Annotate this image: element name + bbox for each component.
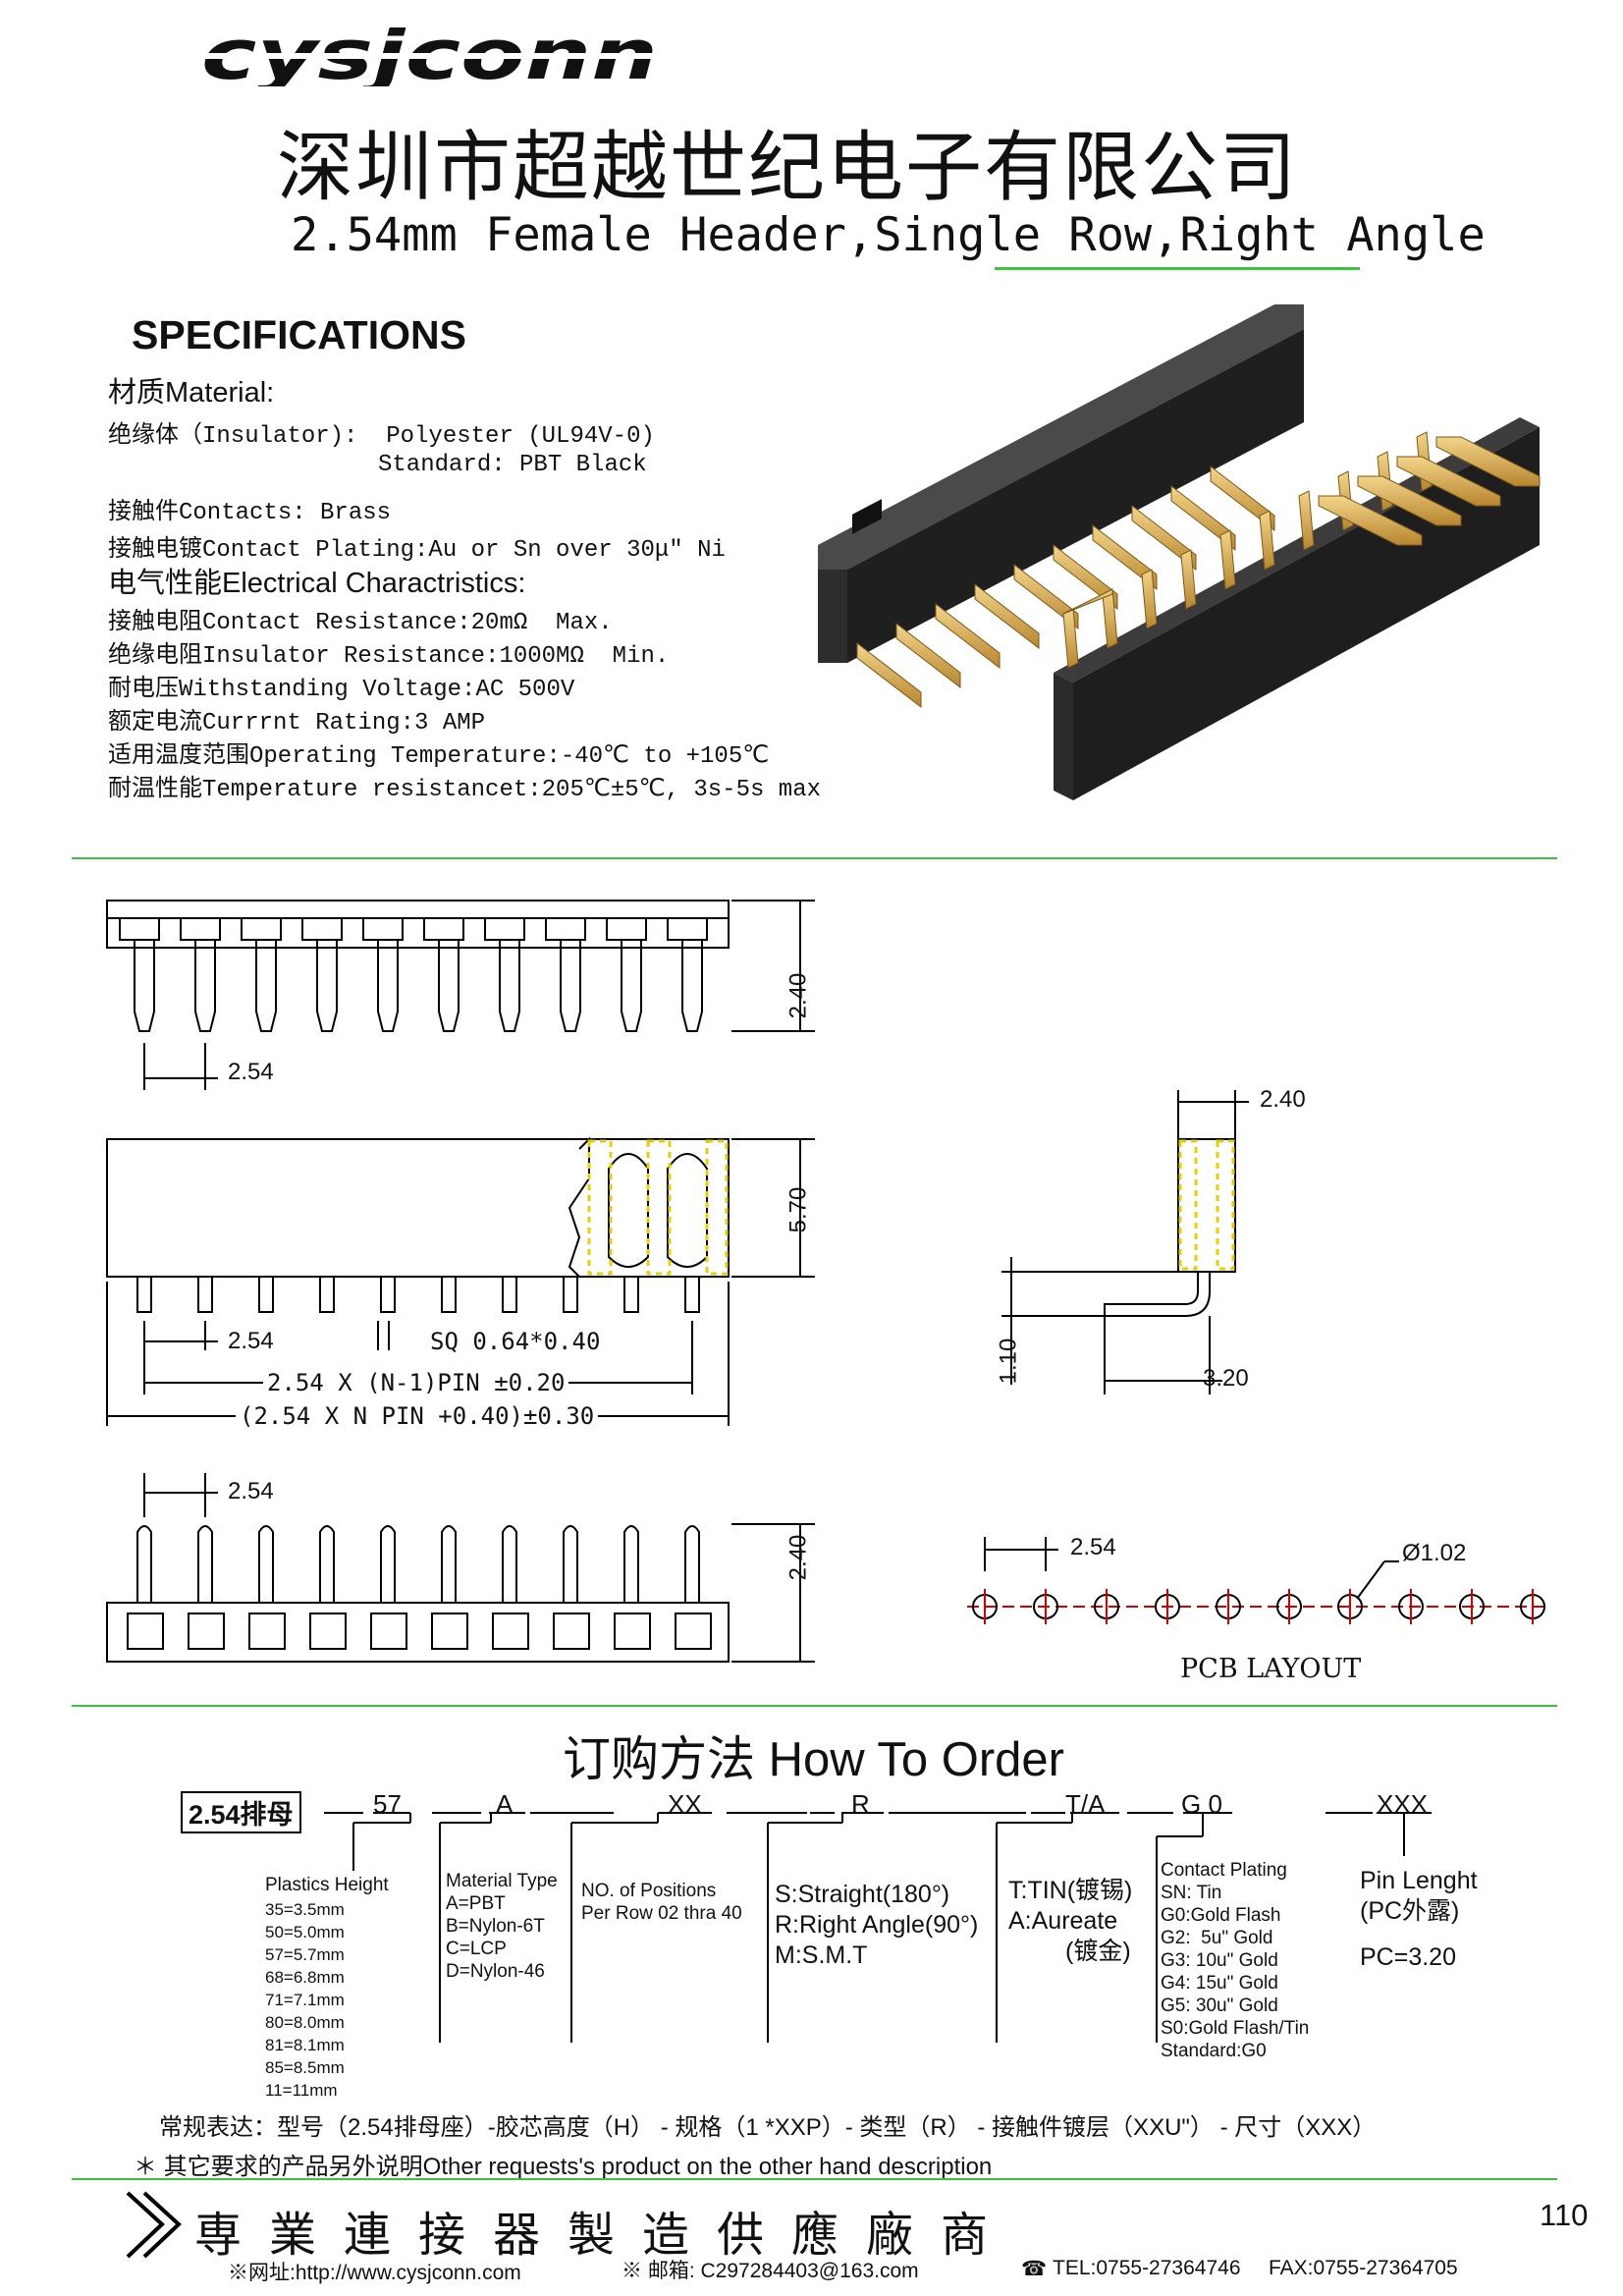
dim-formula-1: 2.54 X (N-1)PIN ±0.20	[263, 1369, 569, 1396]
dim-sq: SQ 0.64*0.40	[430, 1328, 601, 1355]
company-logo: cysjconn	[201, 27, 659, 86]
spec-insulator-resistance: 绝缘电阻Insulator Resistance:1000MΩ Min.	[108, 643, 670, 670]
spec-insulator: 绝缘体（Insulator): Polyester (UL94V-0)	[108, 423, 655, 450]
spec-plating: 接触电镀Contact Plating:Au or Sn over 30μ" N…	[108, 537, 726, 564]
order-plating-gold: (镀金)	[1065, 1938, 1131, 1965]
dim-hole: Ø1.02	[1402, 1540, 1467, 1566]
spec-contacts: 接触件Contacts: Brass	[108, 500, 392, 526]
divider-1	[72, 857, 1557, 859]
pcb-layout-label: PCB LAYOUT	[1180, 1654, 1362, 1684]
order-material-list: Material Type A=PBT B=Nylon-6T C=LCP D=N…	[446, 1871, 558, 1982]
footer-slogan: 専業連接器製造供應廠商	[194, 2208, 1016, 2263]
dim-pitch-front: 2.54	[228, 1328, 274, 1354]
dim-height-top: 2.40	[784, 972, 812, 1019]
phone-icon: ☎	[1021, 2258, 1048, 2280]
spec-current: 额定电流Currrnt Rating:3 AMP	[108, 710, 486, 737]
material-heading: 材质Material:	[108, 377, 275, 409]
order-positions: NO. of Positions Per Row 02 thra 40	[581, 1881, 742, 1924]
dim-pitch-bottom: 2.54	[228, 1478, 274, 1504]
spec-standard: Standard: PBT Black	[378, 452, 647, 478]
subtitle-underline	[995, 267, 1360, 270]
pcb-holes	[967, 1537, 1546, 1624]
footer-website[interactable]: ※网址:http://www.cysjconn.com	[228, 2262, 521, 2284]
order-code-positions: XX	[668, 1789, 702, 1819]
spec-contact-resistance: 接触电阻Contact Resistance:20mΩ Max.	[108, 610, 613, 636]
footer-fax: FAX:0755-27364705	[1269, 2257, 1458, 2279]
order-code-material: A	[496, 1789, 514, 1819]
specifications-title: SPECIFICATIONS	[132, 312, 466, 357]
order-pc: PC=3.20	[1360, 1943, 1456, 1971]
dim-formula-2: (2.54 X N PIN +0.40)±0.30	[236, 1402, 599, 1430]
order-title: 订购方法 How To Order	[563, 1733, 1064, 1786]
order-types: S:Straight(180°) R:Right Angle(90°) M:S.…	[775, 1881, 979, 1969]
spec-temp-resist: 耐温性能Temperature resistancet:205℃±5℃, 3s-…	[108, 777, 821, 803]
dim-height-front: 5.70	[784, 1186, 812, 1233]
company-name: 深圳市超越世纪电子有限公司	[277, 124, 1299, 212]
order-code-contact-plating: G 0	[1181, 1789, 1222, 1819]
spec-voltage: 耐电压Withstanding Voltage:AC 500V	[108, 677, 575, 703]
divider-3	[72, 2178, 1557, 2180]
order-pin-length: Pin Lenght (PC外露)	[1360, 1867, 1478, 1925]
dim-height-bottom: 2.40	[784, 1534, 812, 1581]
order-height-title: Plastics Height	[265, 1875, 389, 1895]
dim-pitch-top: 2.54	[228, 1059, 274, 1085]
footer-email[interactable]: ※ 邮箱: C297284403@163.com	[622, 2260, 919, 2282]
divider-2	[72, 1705, 1557, 1707]
dim-side-drop: 1.10	[995, 1338, 1022, 1385]
product-3d-image	[818, 304, 1541, 800]
dim-side-len: 3.20	[1203, 1365, 1249, 1392]
product-subtitle: 2.54mm Female Header,Single Row,Right An…	[291, 208, 1486, 262]
order-contact-plating: Contact Plating SN: Tin G0:Gold Flash G2…	[1161, 1860, 1310, 2061]
order-other-requests: ＊ 其它要求的产品另外说明Other requests's product on…	[134, 2154, 993, 2180]
order-height-list: 35=3.5mm 50=5.0mm 57=5.7mm 68=6.8mm 71=7…	[265, 1900, 345, 2100]
chevron-icon	[126, 2191, 182, 2259]
spec-temperature: 适用温度范围Operating Temperature:-40℃ to +105…	[108, 743, 770, 770]
order-code-plating: T/A	[1065, 1789, 1106, 1819]
order-plating: T:TIN(镀锡) A:Aureate	[1008, 1877, 1133, 1935]
order-part-box: 2.54排母	[181, 1791, 301, 1833]
order-code-height: 57	[373, 1789, 402, 1819]
dim-side-width: 2.40	[1260, 1086, 1306, 1113]
page-number: 110	[1540, 2198, 1589, 2232]
footer-tel: TEL:0755-27364746	[1053, 2257, 1241, 2279]
order-code-type: R	[851, 1789, 870, 1819]
electrical-heading: 电气性能Electrical Charactristics:	[108, 568, 526, 599]
order-code-pin-length: XXX	[1377, 1789, 1429, 1819]
order-expression: 常规表达：型号（2.54排母座）-胶芯高度（H） - 规格（1 *XXP）- 类…	[159, 2114, 1377, 2141]
dim-pcb-pitch: 2.54	[1070, 1534, 1116, 1560]
order-code-lines	[324, 1812, 1432, 2043]
